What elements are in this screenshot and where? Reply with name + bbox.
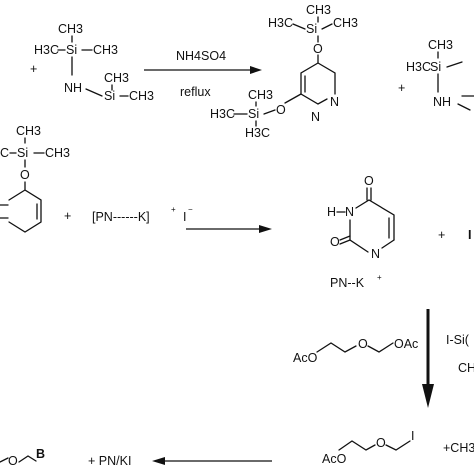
charge-superscript: + [377,273,382,282]
reagent-label: I-Si( [446,333,470,347]
reagent-label: CH [458,361,474,375]
oxygen-label: O [376,436,386,450]
plus-sign: + [438,228,445,242]
bond [292,23,306,30]
nitrogen-label: N [371,247,380,261]
reagent-formula: [PN------K] [92,210,150,224]
condition-label: reflux [180,85,211,99]
silicon-label: Si [17,146,28,160]
methyl-label: CH3 [45,146,70,160]
oxygen-label: O [8,454,18,468]
carbon-label: C [0,146,9,160]
uracil-salt: O H N N O PN--K + [327,174,395,290]
bond [457,95,474,111]
iodide-label: I [183,210,186,224]
methyl-label: CH3 [248,88,273,102]
methyl-label: CH3 [104,71,129,85]
reagent-label: NH4SO4 [176,49,226,63]
charge-superscript: − [188,205,193,214]
byproduct-label: +CH3 [443,441,474,455]
methyl-label: CH3 [428,38,453,52]
base-label: B [36,447,45,461]
methyl-label: CH3 [93,43,118,57]
bond [339,235,351,245]
reaction-arrow-down [422,309,434,408]
oxygen-label: O [364,174,374,188]
methyl-label: CH3 [333,16,358,30]
bond [85,88,103,97]
hexamethyldisilazane-left: CH3 H3C Si CH3 NH CH3 Si CH3 [34,22,154,103]
amine-label: NH [64,81,82,95]
methyl-label: CH3 [58,22,83,36]
bond [355,199,395,241]
silicon-label: Si [66,43,77,57]
methyl-label: H3C [210,107,235,121]
methyl-label: H3C [245,126,270,140]
oxygen-label: O [276,103,286,117]
nitrogen-label: N [345,205,354,219]
bis-silyl-pyrimidine: CH3 H3C Si CH3 O N N O CH3 Si H3C H3C [210,3,358,140]
bond [8,181,42,233]
bond [316,342,357,353]
silyloxy-pyrimidine-fragment: CH3 C Si CH3 O [0,124,70,233]
acyclic-nucleoside-fragment: O B [0,447,45,468]
bond [0,457,9,463]
cut-off-label: I [468,228,471,242]
nitrogen-label: N [311,110,320,124]
oxygen-label: O [313,42,323,56]
methyl-label: CH3 [129,89,154,103]
nitrogen-label: N [330,95,339,109]
silicon-label: Si [306,22,317,36]
methyl-label: H3C [406,60,431,74]
iodine-label: I [411,429,414,443]
silicon-label: Si [248,107,259,121]
oxygen-label: O [20,168,30,182]
bond [321,23,333,30]
bond [263,109,276,115]
oxygen-label: O [358,337,368,351]
acetoxy-label: OAc [394,337,418,351]
reaction-arrow [152,457,272,465]
diacetate-ether: AcO O OAc [293,337,418,365]
silicon-label: Si [104,89,115,103]
methyl-label: CH3 [16,124,41,138]
salt-label: PN--K [330,276,365,290]
plus-sign: + [30,62,37,76]
acetoxy-label: AcO [293,351,318,365]
hexamethyldisilazane-right: CH3 H3C Si NH [406,38,474,111]
bond [349,219,369,253]
bond [367,342,394,353]
methyl-label: H3C [34,43,59,57]
bond [284,93,302,104]
reaction-arrow [144,66,262,74]
plus-sign: + [398,81,405,95]
bond [338,440,376,451]
reagent-salt: [PN------K] + I − [92,205,193,224]
bond [366,187,372,201]
plus-sign: + [64,209,71,223]
oxygen-label: O [330,235,340,249]
bond [385,440,411,451]
methyl-label: H3C [268,16,293,30]
bond [446,61,463,68]
ring-bond [381,239,395,249]
reaction-arrow [186,225,272,233]
charge-superscript: + [171,205,176,214]
iodo-ether: AcO O I [322,429,414,466]
acetoxy-label: AcO [322,452,347,466]
byproduct-label: + PN/KI [88,454,131,468]
hydrogen-label: H [327,205,336,219]
amine-label: NH [433,95,451,109]
methyl-label: CH3 [306,3,331,17]
bond [18,455,37,463]
silicon-label: Si [430,60,441,74]
ring-bond [0,204,9,219]
